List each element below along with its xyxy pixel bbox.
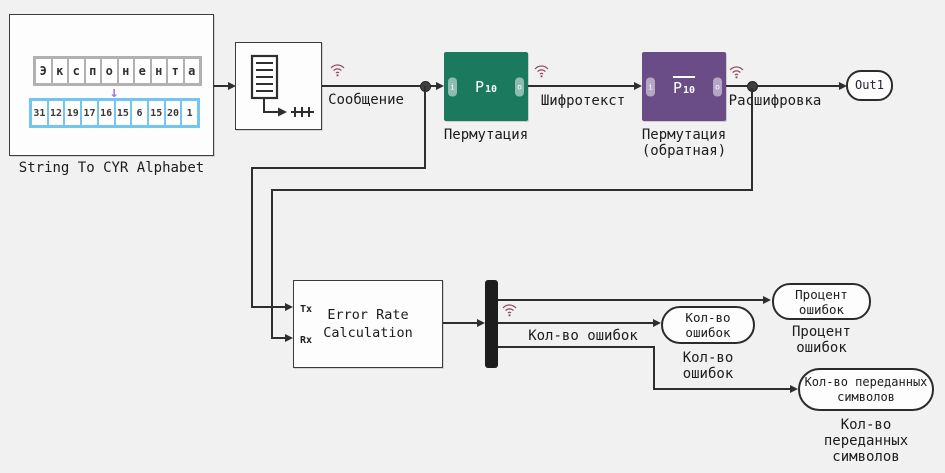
signal-line-transmitted[interactable] [498,346,655,348]
permutation-caption: Пермутация [443,127,529,143]
branch-line-rx[interactable] [271,189,273,339]
signal-logging-icon[interactable] [728,64,745,80]
arrowhead [790,384,798,393]
tile: 15 [148,101,164,125]
branch-line-rx[interactable] [271,189,753,191]
signal-line-errors[interactable] [498,322,654,324]
branch-line-tx[interactable] [251,167,253,308]
inverse-permutation-caption: Пермутация (обратная) [641,127,727,159]
tile: 31 [32,101,47,125]
demux-block[interactable] [485,280,498,368]
tile: п [85,59,100,83]
arrowhead [436,81,444,90]
out1-port[interactable]: Out1 [846,70,893,101]
arrowhead [763,295,771,304]
signal-line-transmitted[interactable] [653,346,655,390]
signal-label-ciphertext[interactable]: Шифротекст [540,93,626,109]
input-port-badge: i [448,77,457,96]
tile: 17 [82,101,97,125]
string-to-cyr-caption: String To CYR Alphabet [18,160,205,176]
error-count-display[interactable]: Кол-во ошибок [661,306,755,344]
signal-line-decryption[interactable] [726,85,839,87]
signal-logging-icon[interactable] [501,302,518,318]
tile: 19 [65,101,81,125]
arrowhead [653,318,661,327]
error-rate-title: Error Rate [327,307,409,323]
output-port-badge: o [713,77,722,96]
tile: 16 [98,101,114,125]
tile: о [102,59,117,83]
transmitted-count-display[interactable]: Кол-во переданных символов [798,368,934,411]
branch-line-rx[interactable] [751,88,753,191]
tile: 15 [115,101,131,125]
rx-port-label: Rx [300,335,313,346]
error-rate-title: Calculation [323,325,413,341]
branch-line-tx[interactable] [251,306,286,308]
mapping-arrow-icon: ↓ [109,83,119,101]
input-port-badge: i [646,77,655,96]
arrowhead [634,81,642,90]
signal-label-error-count[interactable]: Кол-во ошибок [528,328,638,344]
arrowhead [285,333,293,342]
signal-source-block[interactable] [235,42,322,130]
arrowhead [839,81,847,90]
signal-label-message[interactable]: Сообщение [328,92,404,108]
tile: т [168,59,183,83]
document-to-samples-icon [250,54,314,117]
tx-port-label: Tx [300,304,313,315]
signal-line-ciphertext[interactable] [528,85,634,87]
transmitted-count-caption: Кол-во переданных символов [823,417,909,465]
branch-line-rx[interactable] [271,337,286,339]
error-rate-calculation-block[interactable]: Tx Rx Error Rate Calculation [293,280,443,368]
signal-line-transmitted[interactable] [653,388,791,390]
branch-line-tx[interactable] [251,167,426,169]
error-count-caption: Кол-во ошибок [682,350,734,382]
tile: 20 [165,101,181,125]
signal-line[interactable] [443,322,478,324]
percent-errors-display[interactable]: Процент ошибок [772,283,871,320]
signal-logging-icon[interactable] [533,63,550,79]
signal-line-message[interactable] [322,85,436,87]
tile: 6 [132,101,147,125]
signal-line[interactable] [214,85,228,87]
tile: е [135,59,150,83]
arrowhead [285,302,293,311]
tile: н [151,59,166,83]
output-port-badge: o [515,77,524,96]
tile: н [118,59,133,83]
signal-label-decryption[interactable]: Расшифровка [728,93,822,109]
tile: 12 [48,101,64,125]
arrowhead [477,318,485,327]
signal-logging-icon[interactable] [329,62,346,78]
tile: к [52,59,67,83]
tile: а [184,59,199,83]
signal-line-percent[interactable] [498,299,764,301]
tile: 1 [182,101,198,125]
branch-line-tx[interactable] [424,86,426,169]
percent-errors-caption: Процент ошибок [791,324,851,356]
tile: Э [36,59,51,83]
tile: с [69,59,84,83]
arrowhead [228,81,236,90]
